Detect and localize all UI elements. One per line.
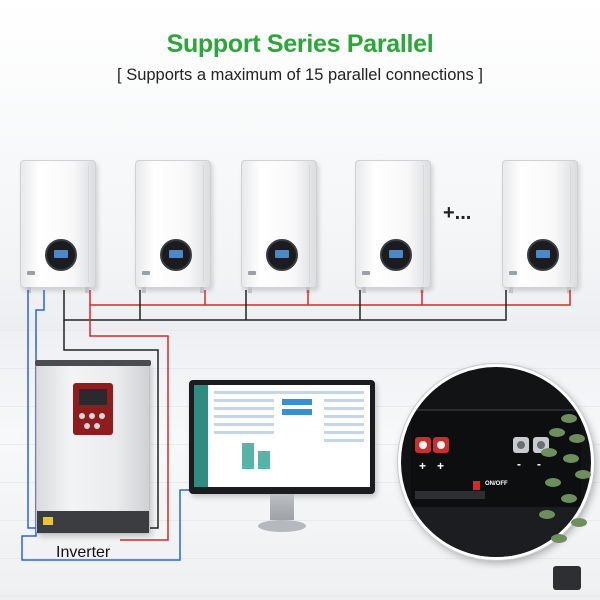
warning-icon <box>43 517 53 525</box>
battery-display-icon <box>266 239 298 271</box>
battery-module <box>241 160 317 293</box>
positive-sign: + <box>419 459 427 473</box>
monitor-base <box>258 520 306 532</box>
negative-sign: - <box>537 457 541 471</box>
power-switch-icon <box>473 481 480 490</box>
plant-icon <box>535 414 597 600</box>
headline: Support Series Parallel <box>166 30 434 58</box>
negative-sign: - <box>517 457 521 471</box>
inverter-screen <box>79 389 107 405</box>
monitor-stand <box>270 494 294 520</box>
battery-module <box>502 160 578 293</box>
battery-module <box>20 160 96 293</box>
terminal-closeup: + + ON/OFF - - <box>398 364 594 560</box>
positive-terminal-icon <box>415 437 431 453</box>
battery-module <box>355 160 431 293</box>
more-batteries-indicator: +... <box>443 202 472 224</box>
communication-ports <box>415 491 485 499</box>
positive-sign: + <box>437 459 445 473</box>
monitoring-computer <box>189 380 375 494</box>
monitoring-software-screen <box>194 385 370 487</box>
inverter-control-panel <box>73 383 113 435</box>
positive-terminal-icon <box>433 437 449 453</box>
battery-module <box>135 160 211 293</box>
switch-label: ON/OFF <box>485 481 508 487</box>
negative-terminal-icon <box>513 437 529 453</box>
subheadline: [ Supports a maximum of 15 parallel conn… <box>117 66 483 84</box>
battery-display-icon <box>527 239 559 271</box>
inverter-unit <box>35 360 151 534</box>
battery-display-icon <box>160 239 192 271</box>
battery-display-icon <box>380 239 412 271</box>
inverter-label: Inverter <box>56 544 111 561</box>
battery-display-icon <box>45 239 77 271</box>
